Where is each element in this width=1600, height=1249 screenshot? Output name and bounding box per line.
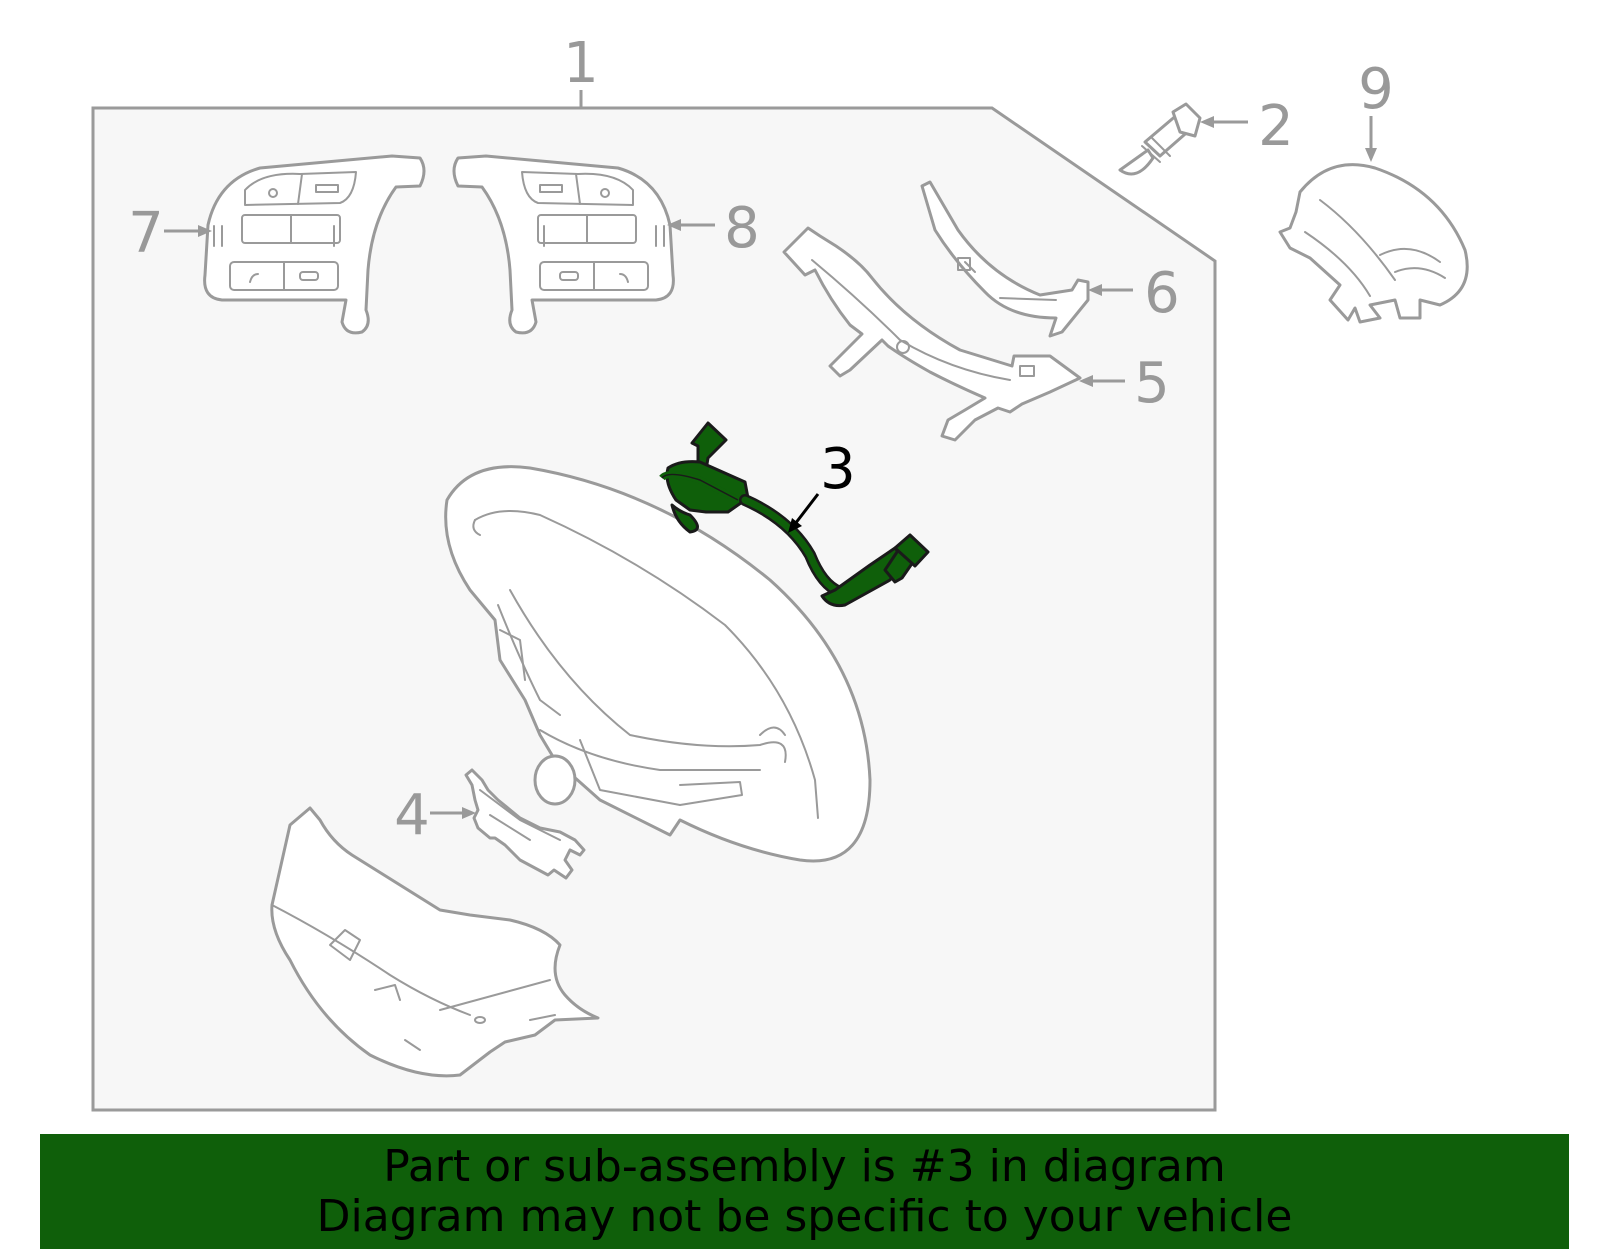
info-banner: Part or sub-assembly is #3 in diagram Di… (40, 1134, 1569, 1249)
callout-3: 3 (820, 437, 856, 502)
bracket-part-5 (782, 226, 1082, 442)
airbag-part-9 (1278, 163, 1469, 324)
parts-diagram: 1 2 3 4 5 6 7 8 9 (91, 31, 1469, 1112)
callout-8: 8 (724, 196, 760, 261)
left-switch-part-7 (203, 154, 426, 335)
banner-line-2: Diagram may not be specific to your vehi… (316, 1190, 1293, 1242)
banner-line-1: Part or sub-assembly is #3 in diagram (383, 1140, 1226, 1192)
bolt-part-2 (1118, 102, 1202, 176)
wiring-harness-part-3 (659, 421, 930, 608)
steering-wheel (444, 465, 872, 863)
callout-2: 2 (1258, 94, 1294, 159)
callout-9: 9 (1358, 57, 1394, 122)
callout-6: 6 (1144, 261, 1180, 326)
callout-7: 7 (128, 201, 164, 266)
callout-5: 5 (1134, 351, 1170, 416)
callout-4: 4 (394, 783, 430, 848)
right-switch-part-8 (452, 154, 675, 335)
leader-3 (793, 493, 820, 525)
bracket-part-4 (464, 768, 586, 880)
callout-1: 1 (563, 31, 599, 96)
bracket-part-6 (920, 180, 1090, 338)
lower-cover (270, 806, 600, 1078)
